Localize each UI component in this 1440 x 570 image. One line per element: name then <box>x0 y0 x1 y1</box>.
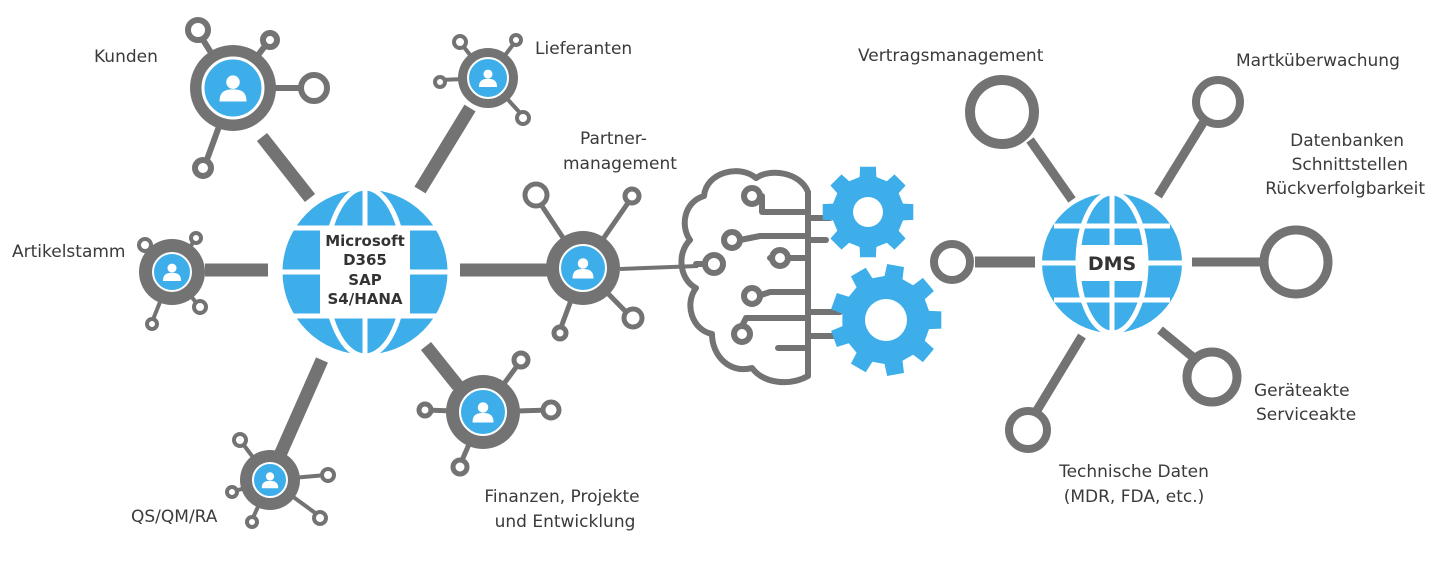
erp-label-line: SAP <box>348 271 381 289</box>
node-lieferanten[interactable] <box>433 33 531 126</box>
dms-ring-markt[interactable] <box>1192 76 1244 128</box>
bar-erp-kunden <box>256 132 316 203</box>
label-kunden: Kunden <box>94 47 158 67</box>
label-lieferanten: Lieferanten <box>535 39 632 59</box>
label-technisch: Technische Daten <box>1058 462 1209 482</box>
label-geraete: Geräteakte <box>1254 381 1350 401</box>
gear-icon <box>822 166 914 258</box>
brain-circuit-icon <box>678 168 849 386</box>
label-geraete: Serviceakte <box>1256 405 1356 425</box>
label-partner: management <box>563 154 677 174</box>
dms-label-box <box>1080 245 1144 281</box>
erp-label-line: Microsoft <box>325 232 405 250</box>
bar-erp-finanzen <box>420 341 464 391</box>
label-datenbanken: Rückverfolgbarkeit <box>1265 179 1425 199</box>
bar-partner-brain <box>619 264 699 271</box>
dms-ring-geraete[interactable] <box>1182 347 1242 407</box>
label-qs: QS/QM/RA <box>131 507 218 527</box>
bar-dms-vertrag <box>1026 137 1076 203</box>
node-finanzen[interactable] <box>416 350 562 477</box>
node-qs[interactable] <box>225 432 336 529</box>
node-artikelstamm[interactable] <box>137 231 208 331</box>
label-datenbanken: Schnittstellen <box>1292 155 1408 175</box>
gear-icon <box>831 264 942 376</box>
erp-label-line: S4/HANA <box>327 290 402 308</box>
label-partner: Partner- <box>580 129 647 149</box>
bar-erp-qs <box>274 357 328 458</box>
dms-label: DMS <box>1088 253 1136 275</box>
node-partner[interactable] <box>522 181 645 342</box>
connector-ring <box>930 240 974 284</box>
bar-dms-markt <box>1154 115 1210 199</box>
label-vertrag: Vertragsmanagement <box>858 46 1044 66</box>
bar-erp-lieferanten <box>414 104 476 194</box>
label-artikelstamm: Artikelstamm <box>12 242 126 262</box>
label-markt: Martküberwachung <box>1236 51 1400 71</box>
erp-label-line: D365 <box>343 251 387 269</box>
label-finanzen: Finanzen, Projekte <box>484 487 639 507</box>
dms-globe[interactable]: DMS <box>1042 190 1182 336</box>
gear-hole <box>865 299 907 341</box>
dms-ring-datenbanken[interactable] <box>1259 225 1333 299</box>
bar-dms-technisch <box>1032 333 1086 415</box>
label-finanzen: und Entwicklung <box>495 512 636 532</box>
erp-globe[interactable]: Microsoft D365 SAP S4/HANA <box>279 185 451 359</box>
dms-ring-vertrag[interactable] <box>965 75 1039 149</box>
label-technisch: (MDR, FDA, etc.) <box>1064 487 1205 507</box>
bar-dms-geraete <box>1157 326 1197 362</box>
gear-hole <box>853 197 883 227</box>
erp-label-box <box>320 228 410 314</box>
label-datenbanken: Datenbanken <box>1290 131 1404 151</box>
dms-ring-technisch[interactable] <box>1005 407 1051 453</box>
node-kunden[interactable] <box>185 17 330 179</box>
